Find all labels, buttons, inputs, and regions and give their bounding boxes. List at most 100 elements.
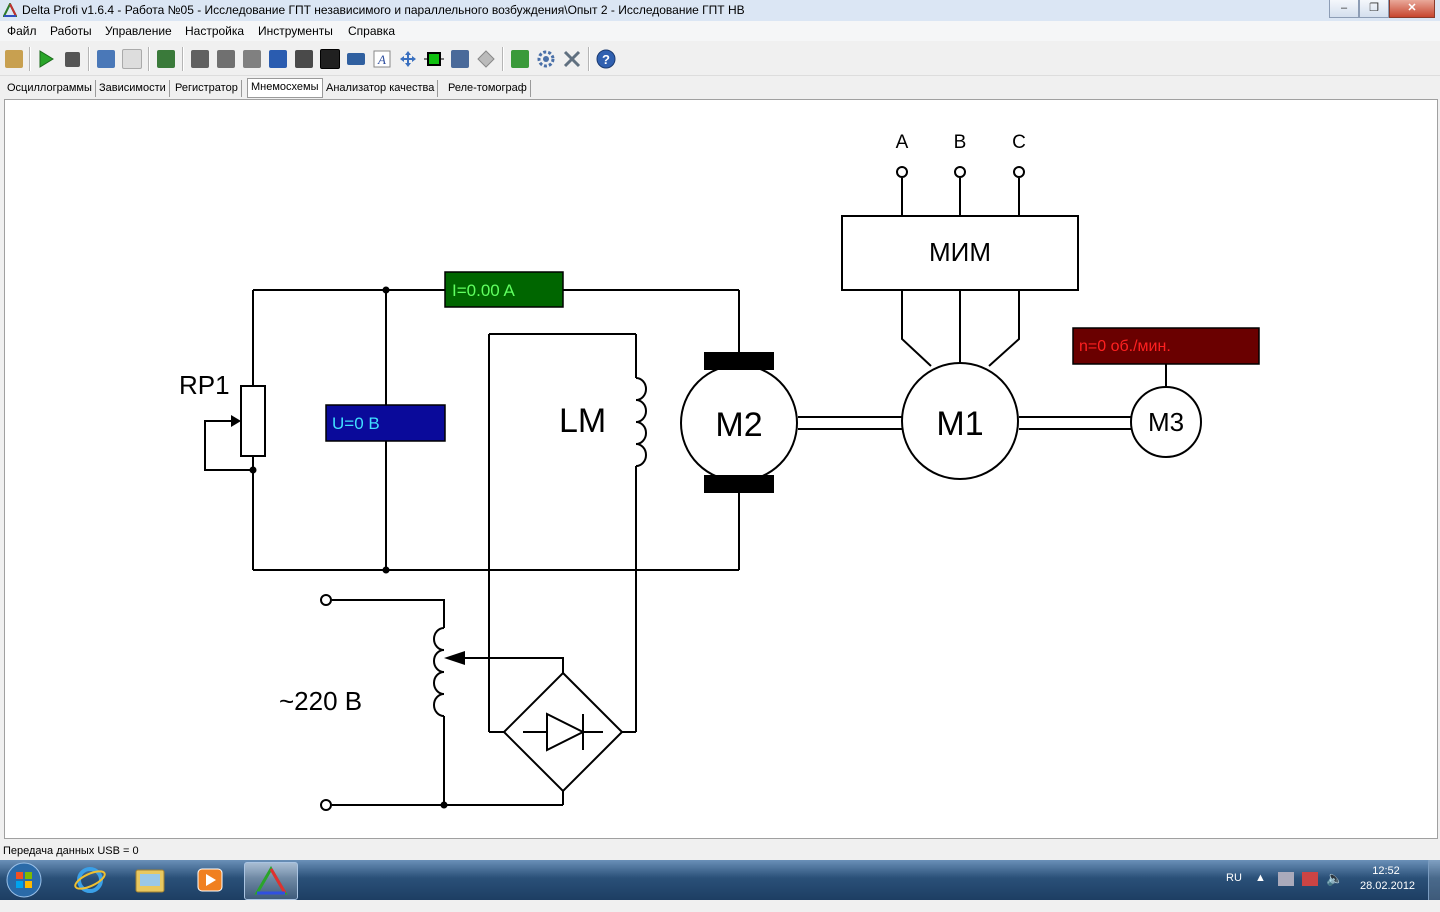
rheostat-wiper-wire <box>204 420 253 471</box>
network-button[interactable] <box>448 47 472 71</box>
gear-icon <box>537 50 555 68</box>
chart-button[interactable] <box>214 47 238 71</box>
monitor-button[interactable] <box>344 47 368 71</box>
window-title: Delta Profi v1.6.4 - Работа №05 - Исслед… <box>22 3 745 17</box>
minimize-icon[interactable]: – <box>1329 0 1359 18</box>
tab-relay-tomograph[interactable]: Реле-томограф <box>445 80 531 97</box>
voltage-display-box <box>325 404 446 442</box>
menu-file[interactable]: Файл <box>7 24 37 38</box>
waveform-button[interactable] <box>240 47 264 71</box>
text-button[interactable]: A <box>370 47 394 71</box>
motor1-label: M1 <box>936 405 983 443</box>
menu-bar: Файл Работы Управление Настройка Инструм… <box>0 21 1440 41</box>
supply-terminal-top <box>320 594 332 606</box>
menu-control[interactable]: Управление <box>105 24 172 38</box>
show-desktop-button[interactable] <box>1428 860 1440 900</box>
tab-registrar[interactable]: Регистратор <box>172 80 242 97</box>
move-icon <box>400 51 416 67</box>
tray-network-icon[interactable] <box>1278 872 1294 886</box>
tab-mnemonic-schemes[interactable]: Мнемосхемы <box>247 78 323 98</box>
chart-icon <box>217 50 235 68</box>
wire-mim-m1-a <box>901 290 932 367</box>
toolbar-separator <box>88 47 90 71</box>
tray-expand-icon[interactable]: ▲ <box>1255 872 1266 884</box>
delta-profi-logo-icon <box>3 3 17 17</box>
rheostat-rp1 <box>240 385 266 457</box>
help-icon: ? <box>596 49 616 69</box>
status-text: Передача данных USB = 0 <box>3 845 139 857</box>
print-button[interactable] <box>154 47 178 71</box>
tab-quality-analyzer[interactable]: Анализатор качества <box>323 80 439 97</box>
document-icon <box>122 49 142 69</box>
tools-button[interactable] <box>560 47 584 71</box>
stop-button[interactable] <box>60 47 84 71</box>
language-indicator[interactable]: RU <box>1226 872 1242 884</box>
diamond-button[interactable] <box>474 47 498 71</box>
edit-button[interactable] <box>2 47 26 71</box>
grid-button[interactable] <box>188 47 212 71</box>
move-button[interactable] <box>396 47 420 71</box>
junction-dot <box>249 466 257 474</box>
stop-icon <box>64 51 80 67</box>
current-display: I=0.00 A <box>452 281 516 300</box>
waveform-icon <box>243 50 261 68</box>
ie-icon <box>74 867 106 893</box>
grid-icon <box>191 50 209 68</box>
autotransformer-arrow <box>444 651 465 665</box>
green-square-icon <box>424 52 444 66</box>
autotransformer-winding <box>433 627 445 717</box>
tab-dependencies[interactable]: Зависимости <box>96 80 170 97</box>
svg-text:?: ? <box>602 52 610 67</box>
toolbar-separator <box>588 47 590 71</box>
field-winding-lm <box>635 377 647 467</box>
tray-clock[interactable]: 12:52 28.02.2012 <box>1360 865 1416 905</box>
close-icon[interactable]: ✕ <box>1389 0 1435 18</box>
table-button[interactable] <box>266 47 290 71</box>
graph-button[interactable] <box>292 47 316 71</box>
mim-label: МИМ <box>929 237 991 267</box>
toolbar: A ? <box>0 43 1440 76</box>
start-button[interactable] <box>2 861 46 899</box>
phase-c-label: C <box>1012 132 1026 153</box>
help-button[interactable]: ? <box>594 47 618 71</box>
toolbar-separator <box>502 47 504 71</box>
play-button[interactable] <box>34 47 58 71</box>
junction-dot <box>440 801 448 809</box>
toolbar-separator <box>29 47 31 71</box>
phase-b-label: B <box>954 132 967 153</box>
settings-button[interactable] <box>534 47 558 71</box>
phase-terminal-b <box>954 166 966 178</box>
menu-tools[interactable]: Инструменты <box>258 24 333 38</box>
tab-bar: Осциллограммы Зависимости Регистратор Мн… <box>0 78 1440 98</box>
element-button[interactable] <box>422 47 446 71</box>
svg-text:A: A <box>377 52 386 67</box>
menu-settings[interactable]: Настройка <box>185 24 245 38</box>
tab-oscillograms[interactable]: Осциллограммы <box>4 80 96 97</box>
list-button[interactable] <box>318 47 342 71</box>
wire-autotransformer-tap <box>461 657 564 673</box>
tray-volume-icon[interactable]: 🔈 <box>1326 870 1344 886</box>
menu-works[interactable]: Работы <box>50 24 92 38</box>
export-button[interactable] <box>508 47 532 71</box>
rheostat-arrow <box>231 415 241 427</box>
taskbar-delta-profi[interactable] <box>244 862 298 900</box>
download-button[interactable] <box>94 47 118 71</box>
phase-a-label: A <box>896 132 909 153</box>
motor3-label: M3 <box>1148 407 1184 437</box>
tools-icon <box>563 50 581 68</box>
graph-icon <box>295 50 313 68</box>
clock-date: 28.02.2012 <box>1360 880 1416 892</box>
supply-label: ~220 В <box>279 686 362 716</box>
taskbar-media-player[interactable] <box>184 862 236 898</box>
menu-help[interactable]: Справка <box>348 24 396 38</box>
taskbar-ie[interactable] <box>64 862 116 898</box>
document-button[interactable] <box>120 47 144 71</box>
toolbar-separator <box>182 47 184 71</box>
title-bar: Delta Profi v1.6.4 - Работа №05 - Исслед… <box>0 0 1440 22</box>
folder-icon <box>135 869 165 893</box>
motor2-label: M2 <box>715 406 762 444</box>
taskbar-explorer[interactable] <box>124 862 176 898</box>
maximize-icon[interactable]: ❐ <box>1359 0 1389 18</box>
m2-brush-top <box>704 352 774 370</box>
tray-alert-icon[interactable] <box>1302 872 1318 886</box>
